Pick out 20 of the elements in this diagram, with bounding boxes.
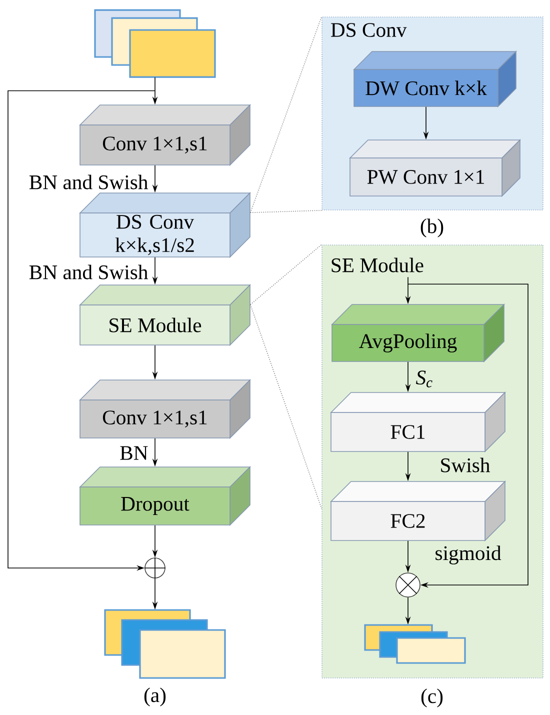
zoom-line	[250, 244, 322, 305]
zoom-line	[250, 304, 322, 509]
edge-label: sigmoid	[436, 546, 502, 564]
zoom-line	[250, 210, 322, 214]
edge-label: BN and Swish	[29, 174, 148, 190]
panel-caption: (b)	[420, 218, 444, 238]
add-symbol	[144, 557, 166, 579]
feature-map-stack	[364, 624, 466, 664]
feature-map-stack	[94, 9, 216, 78]
panel-title: SE Module	[332, 258, 424, 272]
multiply-symbol	[396, 572, 420, 598]
arrow	[408, 284, 528, 588]
edge-label: S$_{c}$	[416, 370, 432, 388]
zoom-line	[250, 16, 322, 214]
panel-caption: (c)	[421, 688, 443, 708]
edge-label: BN	[120, 446, 148, 460]
edge-label: BN and Swish	[29, 264, 148, 280]
panel-caption: (a)	[144, 688, 166, 706]
edge-label: Swish	[441, 458, 490, 472]
panel-title: DS Conv	[330, 23, 407, 37]
